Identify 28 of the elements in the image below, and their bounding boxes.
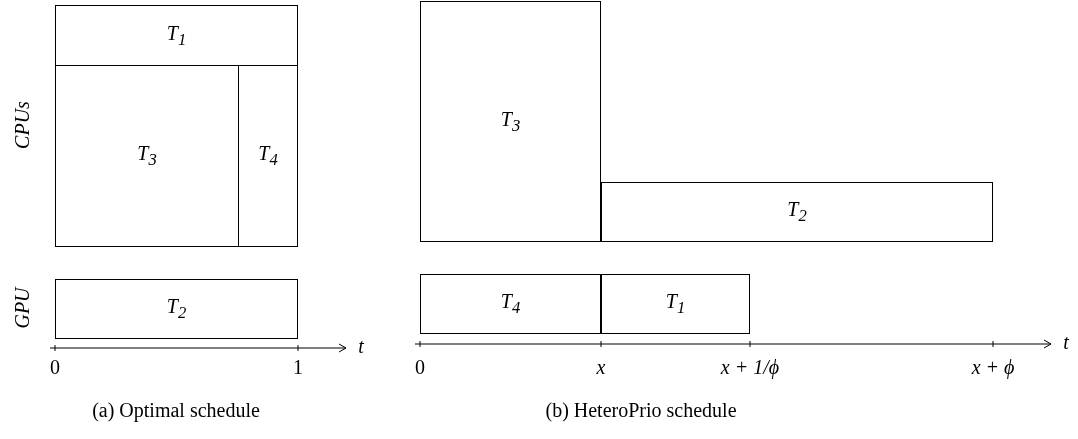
resource-label: GPU xyxy=(10,287,34,329)
task-name: T$_{2}$ xyxy=(787,198,807,226)
axis-label: t xyxy=(358,334,364,358)
task-name: T$_{4}$ xyxy=(500,290,521,318)
tick-label: x + 1/ϕ xyxy=(720,355,780,379)
task-name: T$_{3}$ xyxy=(500,107,521,136)
task-bar xyxy=(601,182,993,242)
resource-label: CPUs xyxy=(10,101,34,149)
task-bar xyxy=(238,65,298,247)
task-name: T$_{1}$ xyxy=(166,21,187,50)
task-name: T$_{3}$ xyxy=(137,142,157,170)
tick-label: 0 xyxy=(415,355,425,379)
task-bar xyxy=(55,5,298,66)
task-name: T$_{2}$ xyxy=(166,295,187,323)
tick-label: x xyxy=(596,355,606,379)
figure-caption: (a) Optimal schedule xyxy=(92,398,260,422)
figure-caption: (b) HeteroPrio schedule xyxy=(545,398,737,422)
task-name: T$_{4}$ xyxy=(258,142,278,170)
task-bar xyxy=(420,1,601,242)
task-bar xyxy=(420,274,601,334)
tick-label: x + ϕ xyxy=(971,355,1015,379)
task-name: T$_{1}$ xyxy=(665,290,686,318)
task-bar xyxy=(601,274,750,334)
tick-label: 1 xyxy=(293,355,303,379)
task-bar xyxy=(55,65,239,247)
task-bar xyxy=(55,279,298,339)
axis-label: t xyxy=(1063,330,1069,354)
tick-label: 0 xyxy=(50,355,60,379)
